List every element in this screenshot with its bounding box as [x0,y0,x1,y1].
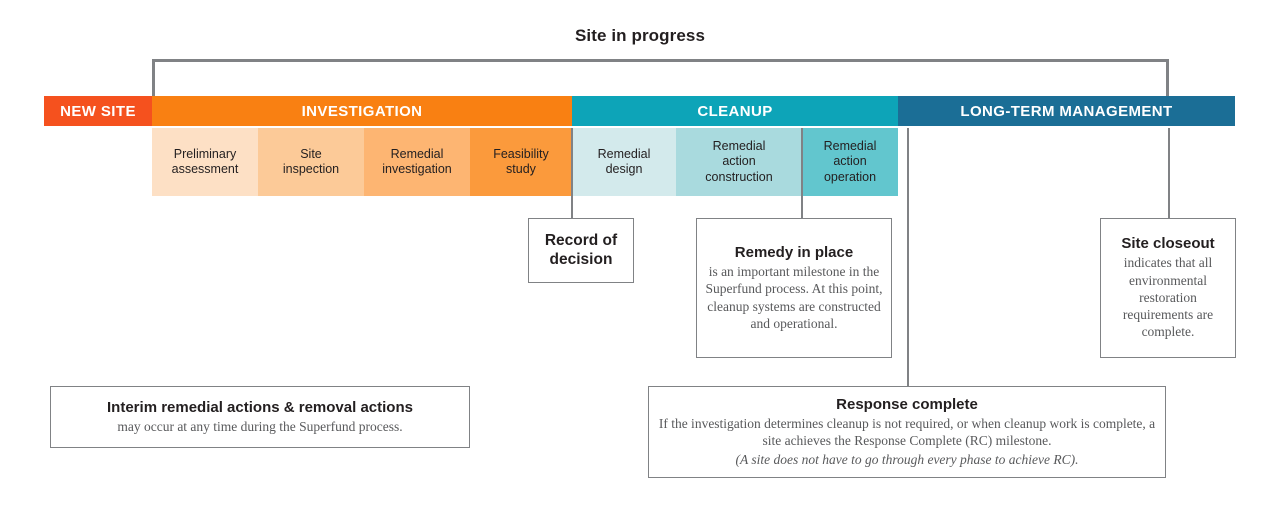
subphase-line-2: investigation [382,162,452,176]
callout-remedy-in-place[interactable]: Remedy in place is an important mileston… [696,218,892,358]
subphase-line-1: Remedial [712,139,766,154]
subphase-remedial-action-construction[interactable]: Remedial action construction [676,128,802,196]
subphase-line-2: action [833,154,867,169]
phase-investigation[interactable]: INVESTIGATION [152,96,572,126]
subphase-line-1: Remedial [823,139,877,154]
callout-response-complete[interactable]: Response complete If the investigation d… [648,386,1166,478]
bracket-right-tick [1166,59,1169,96]
callout-body: indicates that all environmental restora… [1122,255,1214,340]
phase-label: NEW SITE [60,102,136,120]
phase-label: LONG-TERM MANAGEMENT [960,102,1173,120]
callout-body: is an important milestone in the Superfu… [705,263,883,331]
callout-heading-line-2: decision [549,250,613,268]
subphase-line-1: Site [300,146,322,161]
subphase-site-inspection[interactable]: Site inspection [258,128,364,196]
callout-heading: Remedy in place [734,243,854,261]
subphase-line-1: Remedial [390,146,444,161]
subphase-line-2: study [506,162,536,176]
callout-interim-actions[interactable]: Interim remedial actions & removal actio… [50,386,470,448]
site-in-progress-bracket [152,59,1169,96]
connector-record-of-decision [571,128,573,218]
subphase-remedial-design[interactable]: Remedial design [572,128,676,196]
phase-label: INVESTIGATION [301,102,423,120]
connector-remedy-in-place [801,128,803,218]
connector-response-complete [907,128,909,386]
callout-body: may occur at any time during the Superfu… [117,418,403,434]
subphase-line-1: Preliminary [173,146,237,161]
phase-new-site[interactable]: NEW SITE [44,96,152,126]
callout-heading: Response complete [836,396,978,414]
callout-body: If the investigation determines cleanup … [658,416,1156,449]
connector-site-closeout [1168,128,1170,218]
phase-long-term-management[interactable]: LONG-TERM MANAGEMENT [898,96,1235,126]
phase-cleanup[interactable]: CLEANUP [572,96,898,126]
subphase-line-3: construction [705,169,773,184]
callout-heading-line-1: Record of [544,231,618,249]
subphase-remedial-action-operation[interactable]: Remedial action operation [802,128,898,196]
callout-record-of-decision[interactable]: Record of decision [528,218,634,283]
callout-site-closeout[interactable]: Site closeout indicates that all environ… [1100,218,1236,358]
page-title: Site in progress [574,26,706,45]
subphase-line-3: operation [823,169,877,184]
subphase-feasibility-study[interactable]: Feasibility study [470,128,572,196]
subphase-line-2: action [722,154,756,169]
subphase-line-2: design [605,162,643,176]
subphase-line-2: assessment [171,162,239,176]
callout-note: (A site does not have to go through ever… [735,451,1079,467]
callout-heading: Interim remedial actions & removal actio… [107,398,413,416]
bracket-left-tick [152,59,155,96]
subphase-remedial-investigation[interactable]: Remedial investigation [364,128,470,196]
phase-label: CLEANUP [697,102,773,120]
subphase-preliminary-assessment[interactable]: Preliminary assessment [152,128,258,196]
subphase-line-1: Remedial [597,146,651,161]
subphase-line-2: inspection [282,162,340,176]
subphase-line-1: Feasibility [493,146,549,161]
bracket-top-line [152,59,1169,62]
callout-heading: Site closeout [1121,235,1215,253]
